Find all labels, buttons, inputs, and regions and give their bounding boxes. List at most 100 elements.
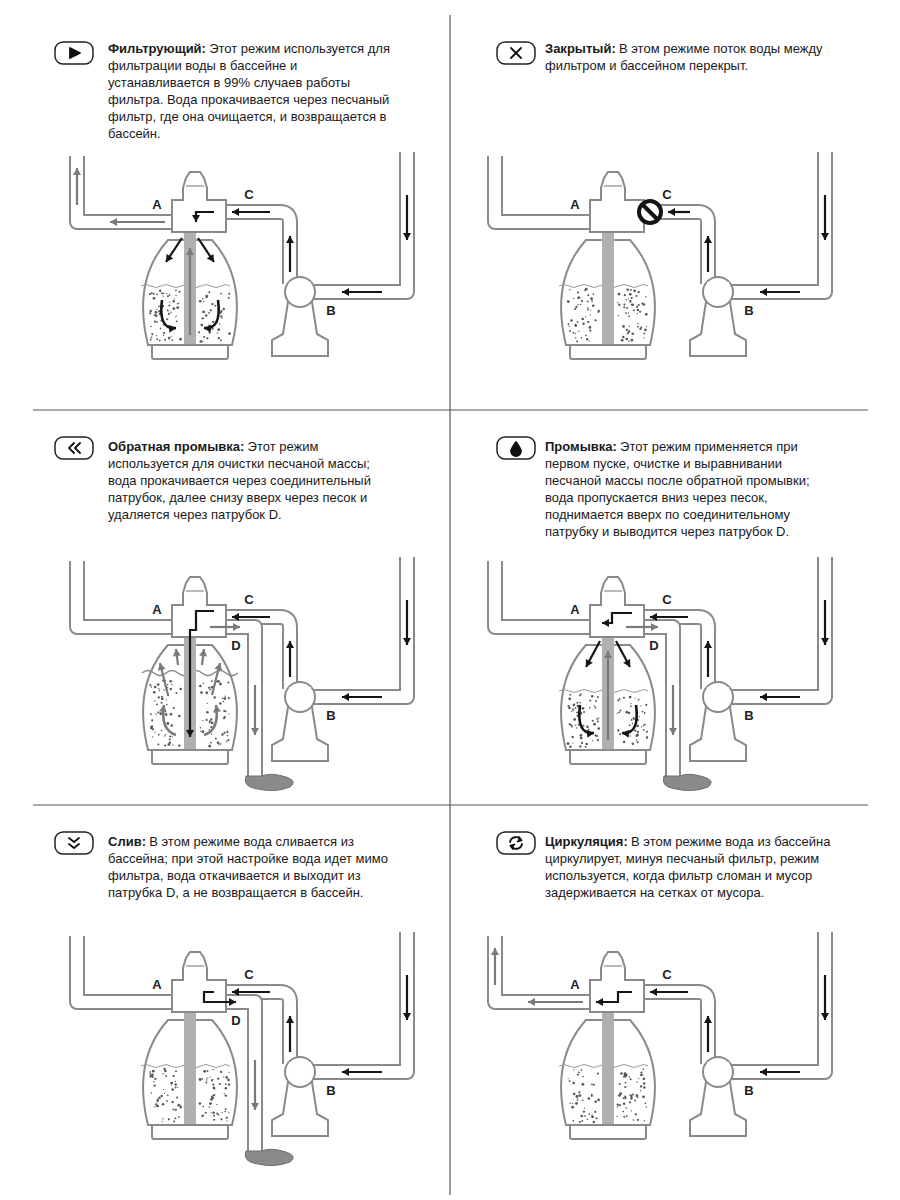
sand-grain <box>167 1095 169 1097</box>
sand-grain <box>172 1109 173 1110</box>
sand-grain <box>203 317 205 319</box>
sand-grain <box>212 1112 214 1114</box>
sand-grain <box>228 713 229 714</box>
sand-grain <box>589 700 591 702</box>
sand-grain <box>169 680 172 683</box>
arrow-head <box>166 254 173 262</box>
sand-grain <box>580 734 583 737</box>
sand-grain <box>149 312 151 314</box>
sand-grain <box>172 736 173 737</box>
sand-grain <box>225 1108 227 1110</box>
pipe-inner <box>314 152 407 292</box>
sand-grain <box>225 711 227 713</box>
sand-grain <box>210 1076 211 1077</box>
sand-grain <box>151 726 153 728</box>
pipe-inner <box>77 561 174 627</box>
sand-grain <box>225 1076 228 1079</box>
sand-grain <box>216 1113 218 1115</box>
sand-grain <box>576 341 578 343</box>
sand-grain <box>641 1086 642 1087</box>
port-label: C <box>661 968 672 982</box>
sand-grain <box>581 742 583 744</box>
sand-grain <box>585 316 586 317</box>
mode-icon <box>497 437 535 459</box>
sand-grain <box>577 304 578 305</box>
mode-description: Обратная промывка:Этот режим используетс… <box>108 438 398 523</box>
sand-grain <box>152 1076 154 1078</box>
sand-grain <box>595 700 597 702</box>
arrow-head <box>251 1103 259 1110</box>
arrow-head <box>342 288 349 296</box>
sand-grain <box>209 720 211 722</box>
sand-grain <box>150 713 152 715</box>
sand-grain <box>164 339 166 341</box>
sand-grain <box>211 1079 213 1081</box>
pump-base <box>690 1082 746 1136</box>
sand-grain <box>169 739 171 741</box>
port-label: A <box>569 978 580 992</box>
sand-grain <box>154 686 157 689</box>
central-tube <box>602 637 614 749</box>
sand-grain <box>209 689 211 691</box>
sand-grain <box>619 709 621 711</box>
mode-heading: Циркуляция: <box>545 834 628 849</box>
sand-grain <box>595 1101 597 1103</box>
icon-frame <box>497 832 535 854</box>
port-label: B <box>325 709 336 723</box>
sand-grain <box>629 735 630 736</box>
sand-grain <box>569 326 570 327</box>
filter-system-illustration <box>495 557 829 791</box>
sand-grain <box>589 707 591 709</box>
sand-grain <box>572 1103 573 1104</box>
arrow-head <box>821 233 829 240</box>
sand-grain <box>213 1119 215 1121</box>
sand-grain <box>167 684 168 685</box>
sand-grain <box>617 302 618 303</box>
sand-grain <box>167 310 169 312</box>
sand-grain <box>164 1093 165 1094</box>
sand-grain <box>644 1120 645 1121</box>
sand-grain <box>217 332 218 333</box>
water-puddle <box>245 1149 293 1165</box>
sand-grain <box>177 1086 178 1087</box>
sand-grain <box>644 712 646 714</box>
arrow-head <box>704 236 712 243</box>
sand-grain <box>576 1095 579 1098</box>
sand-grain <box>591 695 593 697</box>
sand-grain <box>582 1076 584 1078</box>
sand-grain <box>573 704 576 707</box>
sand-grain <box>579 745 581 747</box>
sand-grain <box>592 1116 594 1118</box>
sand-grain <box>625 338 628 341</box>
sand-grain <box>207 1070 209 1072</box>
sand-grain <box>632 304 634 306</box>
sand-grain <box>216 1104 217 1105</box>
sand-grain <box>173 1109 175 1111</box>
sand-grain <box>588 729 590 731</box>
sand-grain <box>214 1115 215 1116</box>
sand-grain <box>623 741 625 743</box>
sand-grain <box>632 1094 634 1096</box>
pipe-outline <box>732 932 825 1072</box>
sand-grain <box>575 337 577 339</box>
sand-grain <box>597 721 599 723</box>
arrow-head <box>186 730 194 737</box>
sand-grain <box>203 1106 205 1108</box>
grid-line <box>33 804 868 805</box>
pipe-inner <box>224 212 290 284</box>
sand-grain <box>619 698 621 700</box>
sand-grain <box>167 722 170 725</box>
sand-grain <box>619 1104 621 1106</box>
sand-grain <box>228 1112 229 1113</box>
sand-grain <box>206 719 208 721</box>
sand-grain <box>581 318 584 321</box>
port-label: A <box>569 198 580 212</box>
sand-grain <box>160 328 162 330</box>
sand-grain <box>224 1111 226 1113</box>
sand-grain <box>223 732 225 734</box>
pump-base <box>272 1082 328 1136</box>
sand-grain <box>580 1069 582 1071</box>
sand-grain <box>172 300 174 302</box>
pump-body <box>285 682 315 712</box>
arrow-head <box>491 948 499 955</box>
